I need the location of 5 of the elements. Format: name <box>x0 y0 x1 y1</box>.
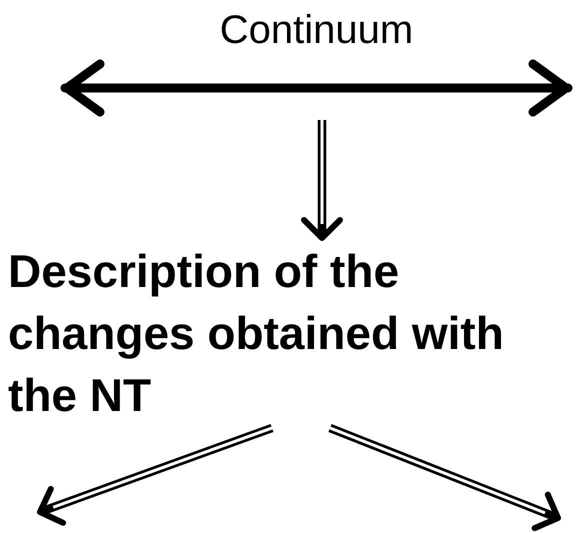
double-line-arrow <box>328 424 561 532</box>
axis-label: Continuum <box>218 8 414 53</box>
double-line-arrow <box>301 120 343 241</box>
heading-text: Description of the changes obtained with the NT <box>8 244 505 423</box>
double-line-arrow <box>37 424 274 526</box>
